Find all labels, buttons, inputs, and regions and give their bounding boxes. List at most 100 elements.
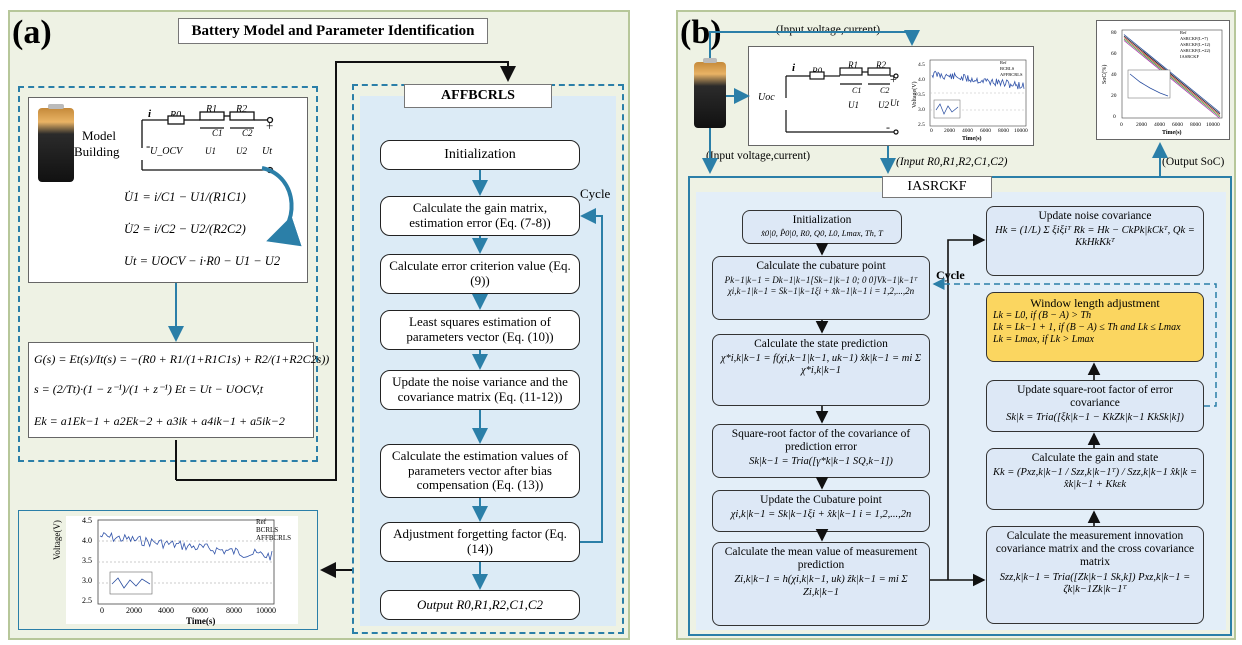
soc-ytick-4: 0	[1113, 114, 1116, 120]
chart-b-voltage-legend-0: Ref	[1000, 60, 1007, 65]
iasrckf-init-box: Initialization x̂0|0, P̂0|0, R0, Q0, L0, …	[742, 210, 902, 244]
circuit-a-r0: R0	[170, 110, 182, 121]
affbcrls-step-2: Calculate the gain matrix, estimation er…	[380, 196, 580, 236]
soc-ytick-1: 60	[1111, 51, 1117, 57]
iasrckf-update-cub-title: Update the Cubature point	[760, 494, 882, 506]
iasrckf-noise-cov-title: Update noise covariance	[1038, 210, 1152, 222]
chart-a-legend-affbcrls: AFFBCRLS	[256, 534, 292, 542]
circuit-a-r2: R2	[236, 104, 248, 115]
soc-xtick-1: 2000	[1136, 122, 1147, 128]
chart-a-xlabel: Time(s)	[186, 616, 216, 626]
circuit-b-r2: R2	[876, 60, 886, 70]
input-top-label: (Input voltage,current)	[776, 24, 881, 36]
affbcrls-step-7: Adjustment forgetting factor (Eq. (14))	[380, 522, 580, 562]
iasrckf-cycle-label: Cycle	[936, 268, 965, 282]
iasrckf-innov-title: Calculate the measurement innovation cov…	[995, 530, 1195, 569]
circuit-b-r1: R1	[848, 60, 858, 70]
soc-xtick-2: 4000	[1154, 122, 1165, 128]
building-label: Building	[74, 144, 120, 159]
iasrckf-init-eq: x̂0|0, P̂0|0, R0, Q0, L0, Lmax, Th, T	[761, 228, 883, 239]
circuit-a-i: i	[148, 108, 152, 120]
circuit-b-plus: +	[890, 72, 897, 86]
iasrckf-state-pred-eq: χ*i,k|k−1 = f(χi,k−1|k−1, uk−1) x̂k|k−1 …	[720, 353, 922, 377]
iasrckf-cubature-eq: Pk−1|k−1 = Dk−1|k−1[Sk−1|k−1 0; 0 0]Vk−1…	[724, 275, 918, 296]
panel-a-tag: (a)	[12, 14, 52, 51]
circuit-a-u1: U1	[205, 146, 216, 156]
circuit-b-r0: R0	[812, 66, 822, 76]
panel-a-title: Battery Model and Parameter Identificati…	[178, 18, 488, 44]
affbcrls-step-5: Update the noise variance and the covari…	[380, 370, 580, 410]
chart-a-xtick-4: 8000	[226, 606, 242, 615]
soc-ytick-0: 80	[1111, 30, 1117, 36]
iasrckf-sqrt-pred-eq: Sk|k−1 = Tria([γ*k|k−1 SQ,k−1])	[749, 456, 893, 468]
circuit-b-i: i	[792, 62, 796, 74]
circuit-box-b	[748, 46, 1034, 146]
iasrckf-sqrt-pred-box: Square-root factor of the covariance of …	[712, 424, 930, 478]
circuit-a-uocv: U_OCV	[150, 146, 183, 157]
iasrckf-window-line-2: Lk = Lk−1 + 1, if (B − A) ≤ Th and Lk ≤ …	[993, 322, 1181, 334]
iasrckf-update-cub-eq: χi,k|k−1 = Sk|k−1ξi + x̂k|k−1 i = 1,2,..…	[730, 509, 912, 521]
circuit-a-plus: +	[266, 118, 274, 133]
battery-terminal	[48, 104, 64, 109]
affbcrls-step-1: Initialization	[380, 140, 580, 170]
circuit-a-c2: C2	[242, 128, 253, 138]
state-eq-2: U̇2 = i/C2 − U2/(R2C2)	[124, 222, 246, 236]
tf-eq-2: s = (2/Tt)·(1 − z⁻¹)/(1 + z⁻¹) Et = Ut −…	[34, 382, 264, 396]
soc-legend-3: ASRCKF(L=22)	[1180, 48, 1211, 53]
input-left-label: (Input voltage,current)	[706, 150, 811, 162]
chart-b-voltage-xtick-2: 4000	[962, 128, 973, 134]
iasrckf-init-title: Initialization	[792, 214, 852, 226]
iasrckf-gain-title: Calculate the gain and state	[1031, 452, 1159, 464]
affbcrls-title: AFFBCRLS	[404, 84, 552, 108]
circuit-a-ut: Ut	[262, 146, 272, 157]
battery-icon-b	[694, 62, 726, 128]
panel-b-tag: (b)	[680, 14, 722, 51]
iasrckf-meas-pred-title: Calculate the mean value of measurement …	[724, 546, 918, 572]
chart-b-voltage-xtick-1: 2000	[944, 128, 955, 134]
chart-b-voltage-xtick-3: 6000	[980, 128, 991, 134]
iasrckf-state-pred-title: Calculate the state prediction	[754, 338, 888, 350]
chart-b-voltage-ytick-2: 3.5	[918, 92, 925, 98]
state-eq-3: Ut = UOCV − i·R0 − U1 − U2	[124, 254, 281, 268]
soc-xtick-5: 10000	[1206, 122, 1220, 128]
chart-a-ytick-4: 2.5	[82, 596, 92, 605]
soc-xtick-4: 8000	[1190, 122, 1201, 128]
circuit-a-c1: C1	[212, 128, 223, 138]
input-params-label: (Input R0,R1,R2,C1,C2)	[896, 156, 1008, 168]
iasrckf-sqrt-err-eq: Sk|k = Tria([ξk|k−1 − KkZk|k−1 KkSk|k])	[1006, 412, 1184, 424]
output-soc-label: (Output SoC)	[1162, 156, 1225, 168]
affbcrls-step-6: Calculate the estimation values of param…	[380, 444, 580, 498]
chart-b-voltage-ytick-0: 4.5	[918, 62, 925, 68]
soc-legend-4: IASRCKF	[1180, 54, 1200, 59]
battery-terminal-b	[703, 58, 717, 63]
chart-a-ylabel: Voltage(V)	[52, 520, 62, 560]
soc-legend-2: ASRCKF(L=12)	[1180, 42, 1211, 47]
soc-ytick-2: 40	[1111, 72, 1117, 78]
circuit-a-u2: U2	[236, 146, 247, 156]
iasrckf-state-pred-box: Calculate the state prediction χ*i,k|k−1 …	[712, 334, 930, 406]
iasrckf-window-line-1: Lk = L0, if (B − A) > Th	[993, 310, 1092, 322]
affbcrls-step-3: Calculate error criterion value (Eq. (9)…	[380, 254, 580, 294]
chart-a-xtick-5: 10000	[256, 606, 276, 615]
chart-a-xtick-1: 2000	[126, 606, 142, 615]
circuit-b-c2: C2	[880, 86, 890, 95]
circuit-b-minus: -	[886, 120, 890, 134]
circuit-b-uocv: Uoc	[758, 92, 775, 103]
chart-a-ytick-3: 3.0	[82, 576, 92, 585]
iasrckf-innov-box: Calculate the measurement innovation cov…	[986, 526, 1204, 624]
chart-a-ytick-2: 3.5	[82, 556, 92, 565]
chart-a-legend-ref: Ref	[256, 518, 267, 526]
chart-b-voltage-xtick-0: 0	[930, 128, 933, 134]
state-eq-1: U̇1 = i/C1 − U1/(R1C1)	[124, 190, 246, 204]
soc-xlabel: Time(s)	[1162, 130, 1182, 136]
chart-b-voltage-xlabel: Time(s)	[962, 136, 982, 142]
affbcrls-cycle-label: Cycle	[580, 186, 611, 201]
soc-xtick-3: 6000	[1172, 122, 1183, 128]
circuit-b-u2: U2	[878, 100, 889, 110]
iasrckf-update-cub-box: Update the Cubature point χi,k|k−1 = Sk|k…	[712, 490, 930, 532]
soc-legend-0: Ref	[1180, 30, 1187, 35]
iasrckf-meas-pred-eq: Zi,k|k−1 = h(χi,k|k−1, uk) ẑk|k−1 = mi Σ…	[734, 574, 908, 598]
iasrckf-sqrt-err-title: Update square-root factor of error covar…	[1017, 384, 1173, 410]
